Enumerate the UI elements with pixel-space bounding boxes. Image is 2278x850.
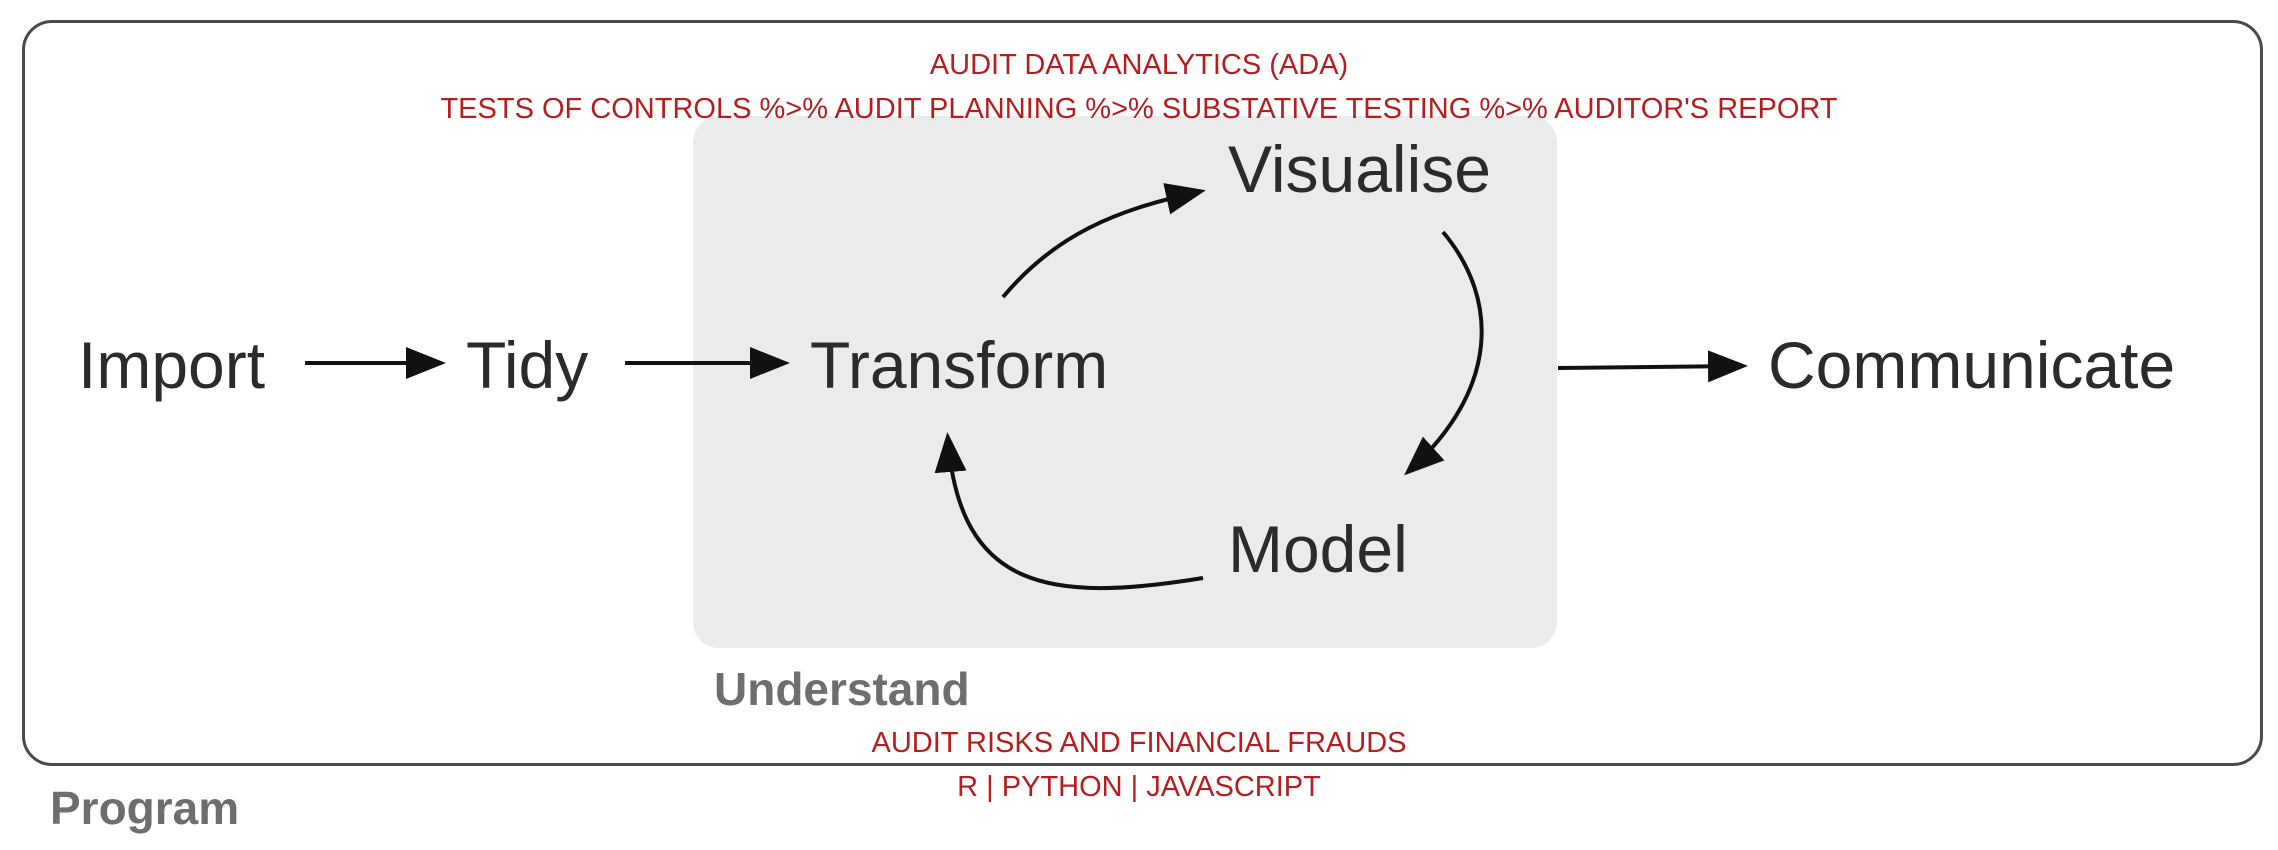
program-label: Program [50,782,240,834]
arrow-model-to-transform [934,432,1204,591]
arrow-transform-to-visualise [1001,183,1206,299]
audit-risks: AUDIT RISKS AND FINANCIAL FRAUDS [871,727,1407,759]
ada-title: AUDIT DATA ANALYTICS (ADA) [929,49,1349,81]
understand-label: Understand [714,663,970,715]
arrow-visualise-to-model [1404,230,1484,476]
node-visualise: Visualise [1228,132,1491,206]
node-transform: Transform [810,328,1109,402]
languages: R | PYTHON | JAVASCRIPT [957,771,1321,803]
understand-box [693,116,1557,648]
arrow-understand-to-communicate [1557,350,1748,383]
node-communicate: Communicate [1768,328,2176,402]
node-model: Model [1228,512,1408,586]
node-import: Import [78,328,266,402]
node-tidy: Tidy [466,328,589,402]
audit-pipeline: TESTS OF CONTROLS %>% AUDIT PLANNING %>%… [440,93,1838,125]
program-frame [22,20,2263,766]
